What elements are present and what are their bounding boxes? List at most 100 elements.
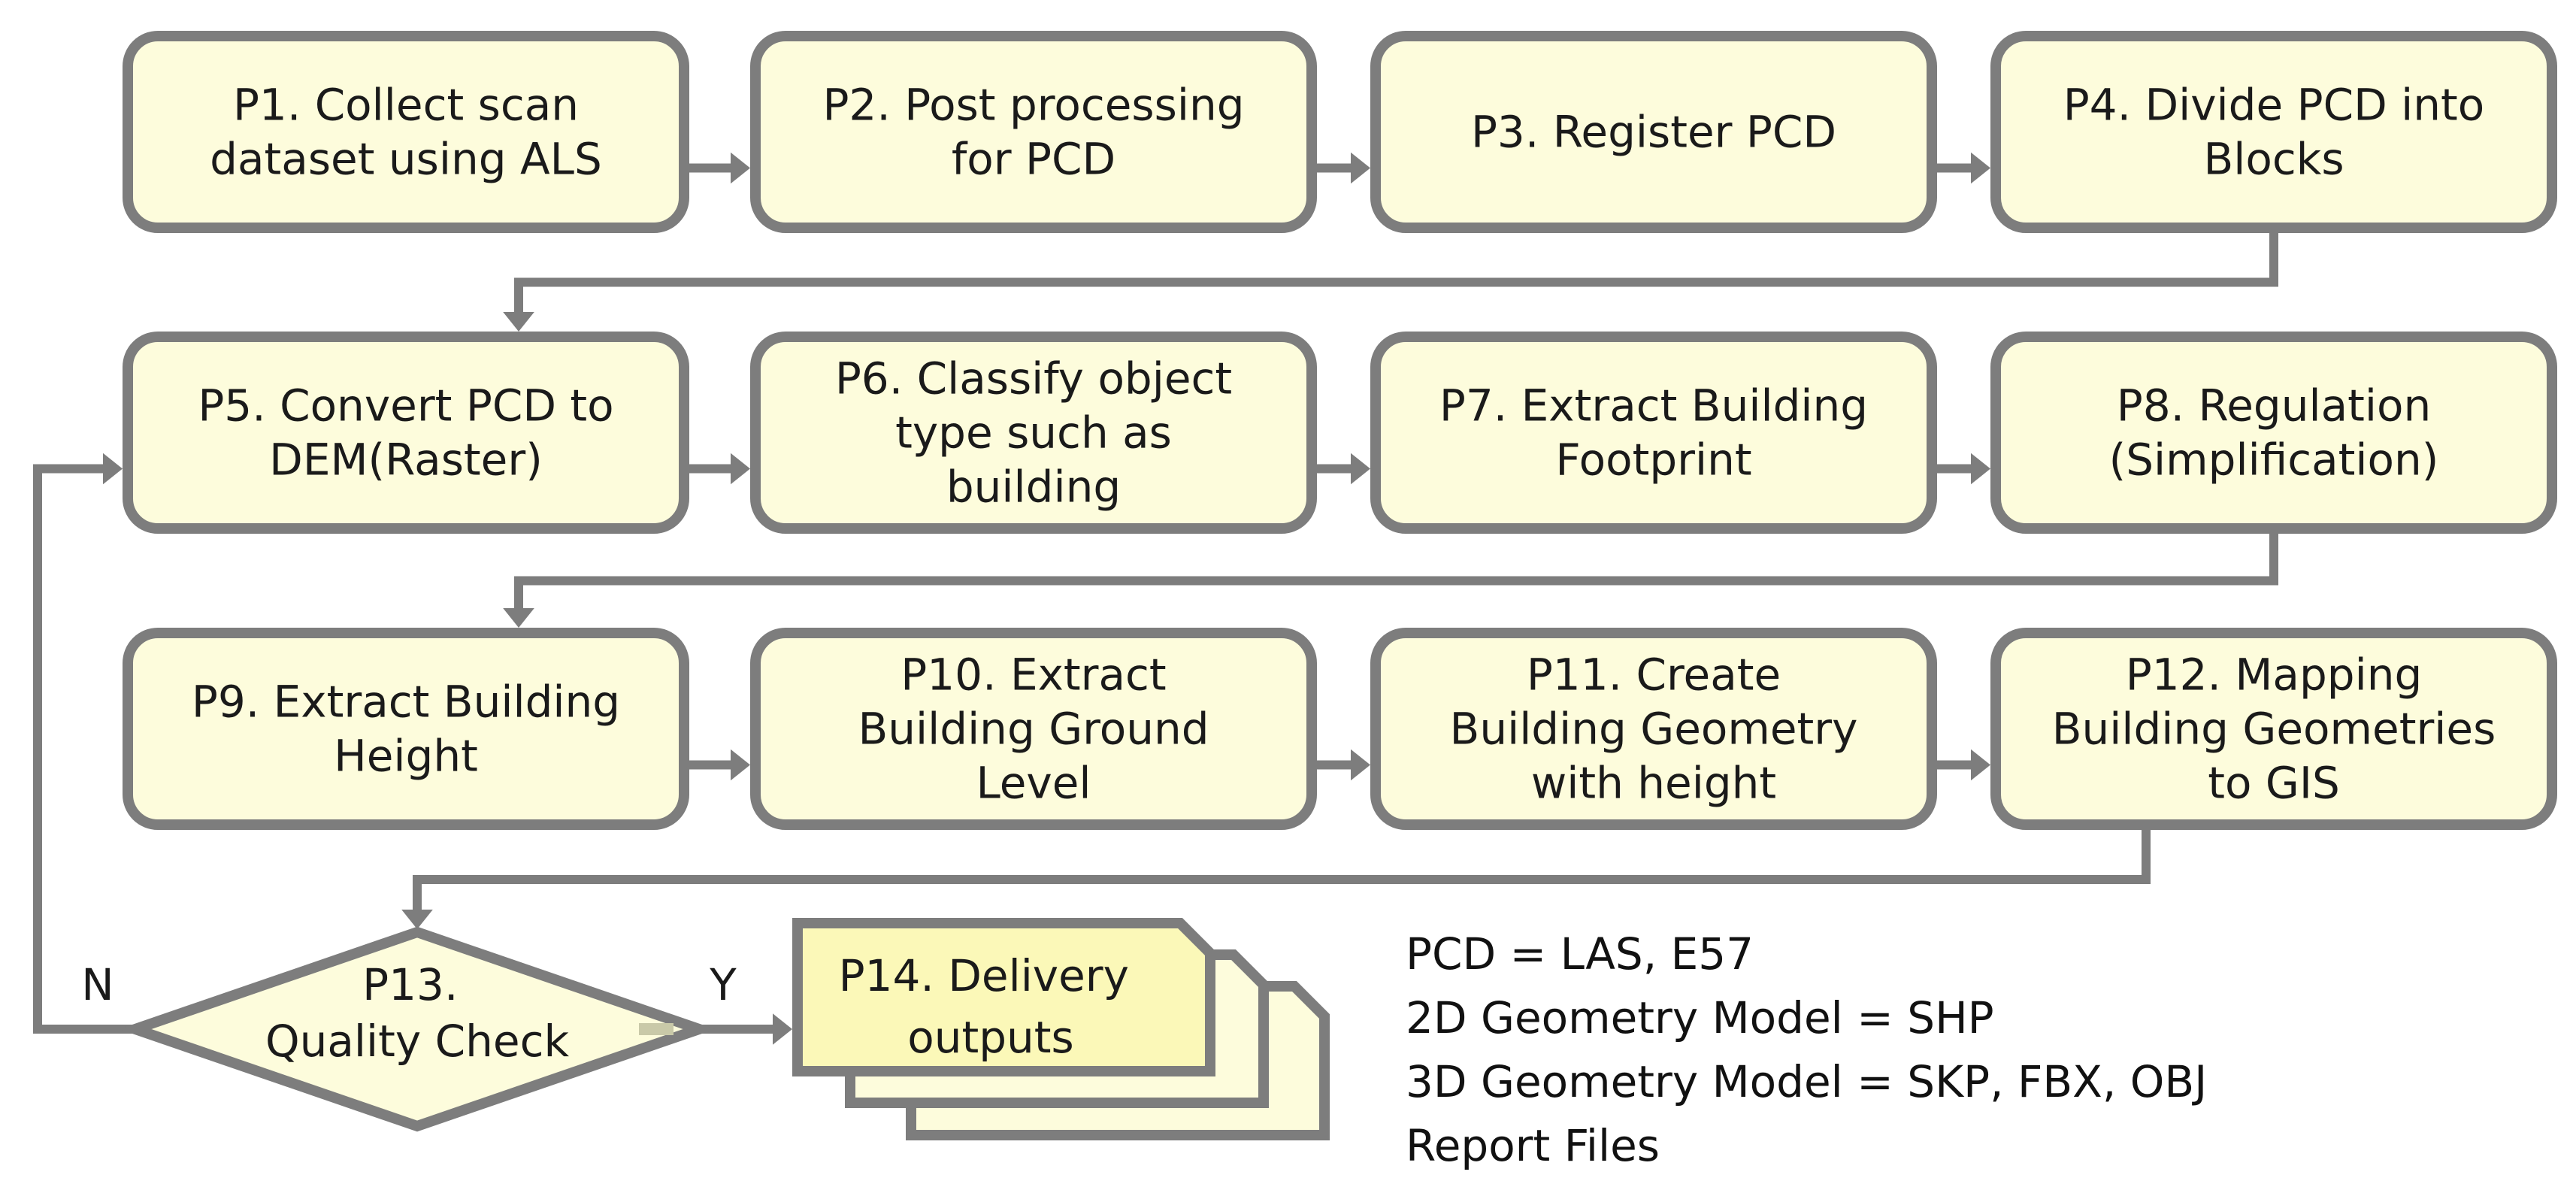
arrow-to-decision	[413, 830, 2151, 911]
process-step-label-line: Building Ground	[858, 704, 1209, 755]
process-step-box[interactable]	[750, 31, 1317, 233]
process-step-label-line: to GIS	[2208, 758, 2340, 809]
legend-line-report: Report Files	[1406, 1120, 1660, 1171]
decision-diamond[interactable]	[119, 926, 716, 1132]
process-step-label-line: P12. Mapping	[2126, 650, 2423, 701]
document-stack-front	[792, 918, 1215, 1076]
arrowhead-right	[1351, 152, 1370, 184]
arrowhead-right	[731, 453, 750, 485]
legend-line-pcd: PCD = LAS, E57	[1406, 928, 1754, 980]
legend-line-3d-model: 3D Geometry Model = SKP, FBX, OBJ	[1406, 1056, 2208, 1107]
process-step-label-line: Building Geometry	[1450, 704, 1858, 755]
arrowhead-right	[773, 1013, 792, 1045]
arrowhead-right	[1971, 749, 1990, 781]
process-step-label-line: P9. Extract Building	[192, 677, 620, 728]
arrowhead-right	[103, 453, 123, 485]
decision-label: P13. Quality Check	[265, 959, 570, 1067]
delivery-label-line: P14. Delivery	[839, 950, 1129, 1001]
legend-line-2d-model: 2D Geometry Model = SHP	[1406, 992, 1994, 1043]
arrow-no-loop	[33, 464, 135, 1034]
process-step-box[interactable]	[1370, 628, 1937, 830]
arrowhead-right	[731, 749, 750, 781]
process-step-label-line: Footprint	[1555, 435, 1751, 486]
process-step-label-line: dataset using ALS	[210, 134, 602, 185]
process-step-box[interactable]	[750, 332, 1317, 534]
process-step-box[interactable]	[123, 31, 689, 233]
arrow-wrap-row1	[514, 233, 2278, 315]
process-step-label-line: P4. Divide PCD into	[2063, 80, 2485, 131]
arrowhead-down	[503, 608, 534, 628]
arrowhead-right	[1971, 152, 1990, 184]
arrowhead-right	[1971, 453, 1990, 485]
process-step-p3[interactable]: P3. Register PCD	[1370, 31, 1937, 233]
connectors	[33, 152, 2278, 1045]
process-step-label-line: Height	[334, 731, 478, 782]
process-step-label-line: P5. Convert PCD to	[198, 380, 613, 431]
arrowhead-right	[1351, 749, 1370, 781]
process-step-label-line: P3. Register PCD	[1471, 107, 1836, 158]
decision-label-line: P13.	[362, 959, 458, 1010]
process-step-label-line: P11. Create	[1527, 650, 1781, 701]
process-step-label-line: type such as	[895, 407, 1172, 459]
process-step-label: P8. Regulation(Simplification)	[2109, 380, 2439, 486]
process-step-box[interactable]	[1370, 332, 1937, 534]
process-step-label-line: Blocks	[2203, 134, 2344, 185]
process-step-label-line: P6. Classify object	[835, 353, 1232, 404]
decision-label-line: Quality Check	[265, 1016, 570, 1067]
process-step-label-line: P1. Collect scan	[233, 80, 579, 131]
arrowhead-right	[1351, 453, 1370, 485]
process-step-label-line: P10. Extract	[901, 650, 1166, 701]
process-step-label-line: building	[946, 462, 1121, 513]
arrow-wrap-row2	[514, 534, 2278, 611]
decision-quality-check[interactable]: P13. Quality Check	[119, 926, 716, 1132]
arrowhead-right	[731, 152, 750, 184]
arrowhead-down	[401, 910, 433, 929]
decision-connector-mark	[639, 1023, 674, 1035]
process-step-box[interactable]	[1990, 31, 2557, 233]
process-step-box[interactable]	[123, 332, 689, 534]
process-step-label-line: P2. Post processing	[822, 80, 1244, 131]
arrowhead-down	[503, 312, 534, 332]
process-step-box[interactable]	[1990, 332, 2557, 534]
process-step-p8[interactable]: P8. Regulation(Simplification)	[1990, 332, 2557, 534]
delivery-outputs-documents[interactable]: P14. Delivery outputs	[792, 918, 1330, 1140]
process-step-label-line: DEM(Raster)	[269, 435, 543, 486]
process-step-box[interactable]	[1370, 31, 1937, 233]
process-step-box[interactable]	[1990, 628, 2557, 830]
no-branch-label: N	[81, 959, 114, 1010]
process-step-label-line: P8. Regulation	[2117, 380, 2431, 431]
process-step-label-line: Building Geometries	[2052, 704, 2496, 755]
delivery-label: P14. Delivery outputs	[839, 950, 1143, 1063]
process-step-label-line: P7. Extract Building	[1439, 380, 1868, 431]
delivery-label-line: outputs	[907, 1012, 1074, 1063]
process-step-box[interactable]	[750, 628, 1317, 830]
process-step-label-line: with height	[1531, 758, 1776, 809]
yes-branch-label: Y	[709, 959, 737, 1010]
process-step-label: P3. Register PCD	[1471, 107, 1836, 158]
process-step-box[interactable]	[123, 628, 689, 830]
process-step-label-line: (Simplification)	[2109, 435, 2439, 486]
process-step-label-line: Level	[976, 758, 1091, 809]
